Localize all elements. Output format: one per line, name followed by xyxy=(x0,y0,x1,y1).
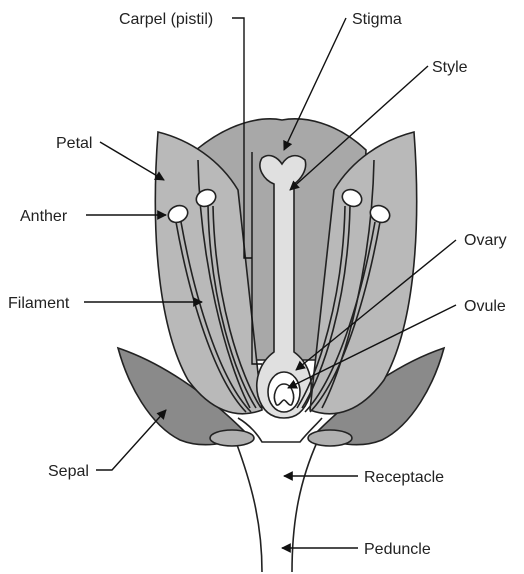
left-filament-outer xyxy=(175,221,247,413)
carpel-pistil xyxy=(256,154,312,419)
left-anther-outer xyxy=(167,204,189,224)
right-anther-inner xyxy=(341,188,363,208)
right-filament-inner-2 xyxy=(296,205,346,409)
ovule-leader xyxy=(287,304,457,389)
label-stigma: Stigma xyxy=(352,11,402,28)
carpel-bracket xyxy=(232,17,262,365)
left-sepal-base xyxy=(209,429,255,447)
label-receptacle: Receptacle xyxy=(364,469,444,486)
left-filament-outer-2 xyxy=(180,221,252,413)
label-ovule: Ovule xyxy=(464,298,506,315)
right-filament-inner xyxy=(301,205,351,409)
left-filament-inner xyxy=(207,205,257,409)
label-petal: Petal xyxy=(56,135,92,152)
label-sepal: Sepal xyxy=(48,463,89,480)
petal-leader xyxy=(99,141,165,181)
style-leader xyxy=(289,65,429,191)
label-filament: Filament xyxy=(8,295,70,312)
right-anther-outer xyxy=(369,204,391,224)
label-ovary: Ovary xyxy=(464,232,507,249)
left-anther-inner xyxy=(195,188,217,208)
stigma-leader xyxy=(283,17,347,151)
label-carpel: Carpel (pistil) xyxy=(119,11,213,28)
label-peduncle: Peduncle xyxy=(364,541,431,558)
ovary-leader xyxy=(295,239,457,371)
ovule xyxy=(273,383,295,406)
receptacle-shape xyxy=(237,417,323,443)
label-style: Style xyxy=(432,59,468,76)
right-filament-outer-2 xyxy=(304,221,376,413)
label-anther: Anther xyxy=(20,208,68,225)
left-filament-inner-2 xyxy=(212,205,262,409)
right-sepal-base xyxy=(307,429,353,447)
peduncle-stem xyxy=(235,439,319,573)
sepal-leader xyxy=(96,409,167,471)
right-filament-outer xyxy=(309,221,381,413)
